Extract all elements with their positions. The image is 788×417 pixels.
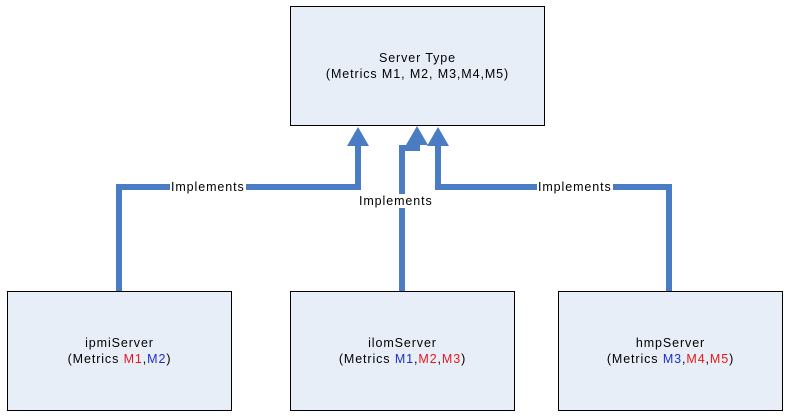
- metric-m3: M3: [662, 352, 682, 366]
- server-type-metrics: (Metrics M1, M2, M3,M4,M5): [325, 67, 510, 81]
- metric-m4: M4: [686, 352, 706, 366]
- implements-label-left: Implements: [170, 180, 246, 194]
- hmp-server-title: hmpServer: [635, 336, 706, 350]
- arrowhead-ilom: [406, 126, 428, 145]
- connector-ipmi-to-server-type: [116, 145, 361, 292]
- metric-m3: M3: [441, 352, 462, 366]
- metric-m2: M2: [147, 352, 167, 366]
- metrics-open: (Metrics: [338, 352, 395, 366]
- ilom-server-box: ilomServer (Metrics M1,M2,M3): [290, 291, 515, 411]
- metric-separator: ,: [437, 352, 442, 366]
- metrics-open: (Metrics: [606, 352, 663, 366]
- metric-separator: ,: [414, 352, 419, 366]
- metric-m2: M2: [418, 352, 438, 366]
- arrowhead-ipmi: [347, 127, 369, 146]
- metric-m5: M5: [709, 352, 730, 366]
- metrics-close: ): [461, 352, 467, 366]
- metrics-open: (Metrics: [67, 352, 124, 366]
- metrics-close: ): [166, 352, 172, 366]
- ipmi-server-box: ipmiServer (Metrics M1,M2): [7, 291, 232, 411]
- implements-label-right: Implements: [537, 180, 613, 194]
- metric-separator: ,: [682, 352, 687, 366]
- hmp-server-metrics: (Metrics M3,M4,M5): [607, 351, 734, 367]
- metric-m1: M1: [394, 352, 414, 366]
- ilom-server-metrics: (Metrics M1,M2,M3): [339, 351, 466, 367]
- server-type-title: Server Type: [378, 51, 457, 65]
- connector-ilom-to-server-type: [399, 143, 420, 292]
- metric-separator: ,: [705, 352, 710, 366]
- hmp-server-box: hmpServer (Metrics M3,M4,M5): [558, 291, 783, 411]
- arrowhead-hmp: [427, 127, 449, 146]
- metric-m1: M1: [123, 352, 143, 366]
- metric-separator: ,: [142, 352, 148, 366]
- implements-label-middle: Implements: [358, 194, 434, 208]
- server-type-box: Server Type (Metrics M1, M2, M3,M4,M5): [290, 6, 545, 126]
- ipmi-server-title: ipmiServer: [85, 336, 154, 350]
- ilom-server-title: ilomServer: [368, 336, 437, 350]
- metrics-close: ): [729, 352, 735, 366]
- ipmi-server-metrics: (Metrics M1,M2): [68, 351, 172, 367]
- connector-hmp-to-server-type: [435, 145, 672, 292]
